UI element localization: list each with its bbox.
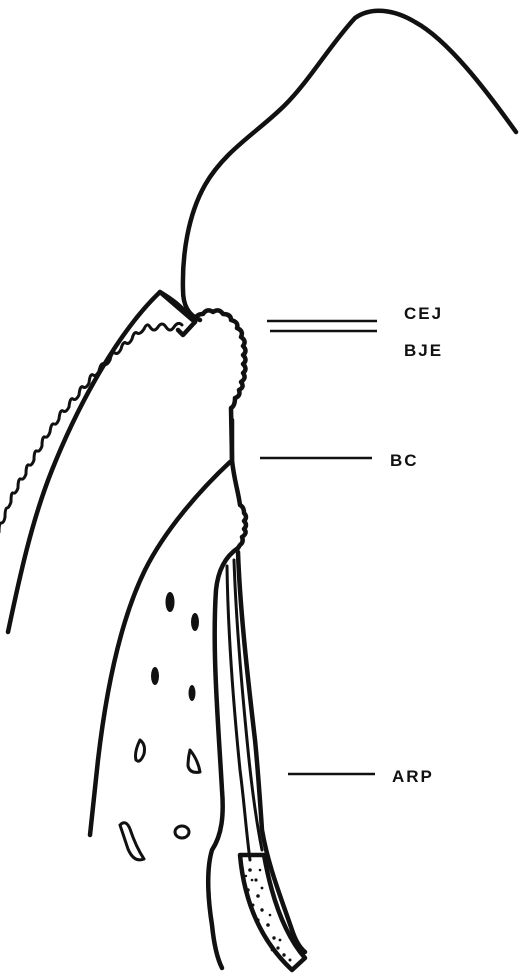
- arp-label: ARP: [392, 767, 434, 786]
- root-surface: [232, 420, 246, 548]
- sulcular-epithelium: [0, 323, 182, 532]
- cementum-line: [234, 560, 262, 850]
- alveolar-bone-outline: [90, 462, 230, 835]
- junctional-epithelium: [195, 310, 246, 460]
- cementum-inner: [227, 566, 250, 860]
- marrow-spaces: [120, 592, 200, 860]
- bje-label: BJE: [404, 341, 443, 360]
- lamina-dura: [208, 548, 238, 968]
- bc-label: BC: [390, 451, 419, 470]
- tooth-crown-outline: [183, 11, 516, 320]
- cej-label: CEJ: [404, 304, 443, 323]
